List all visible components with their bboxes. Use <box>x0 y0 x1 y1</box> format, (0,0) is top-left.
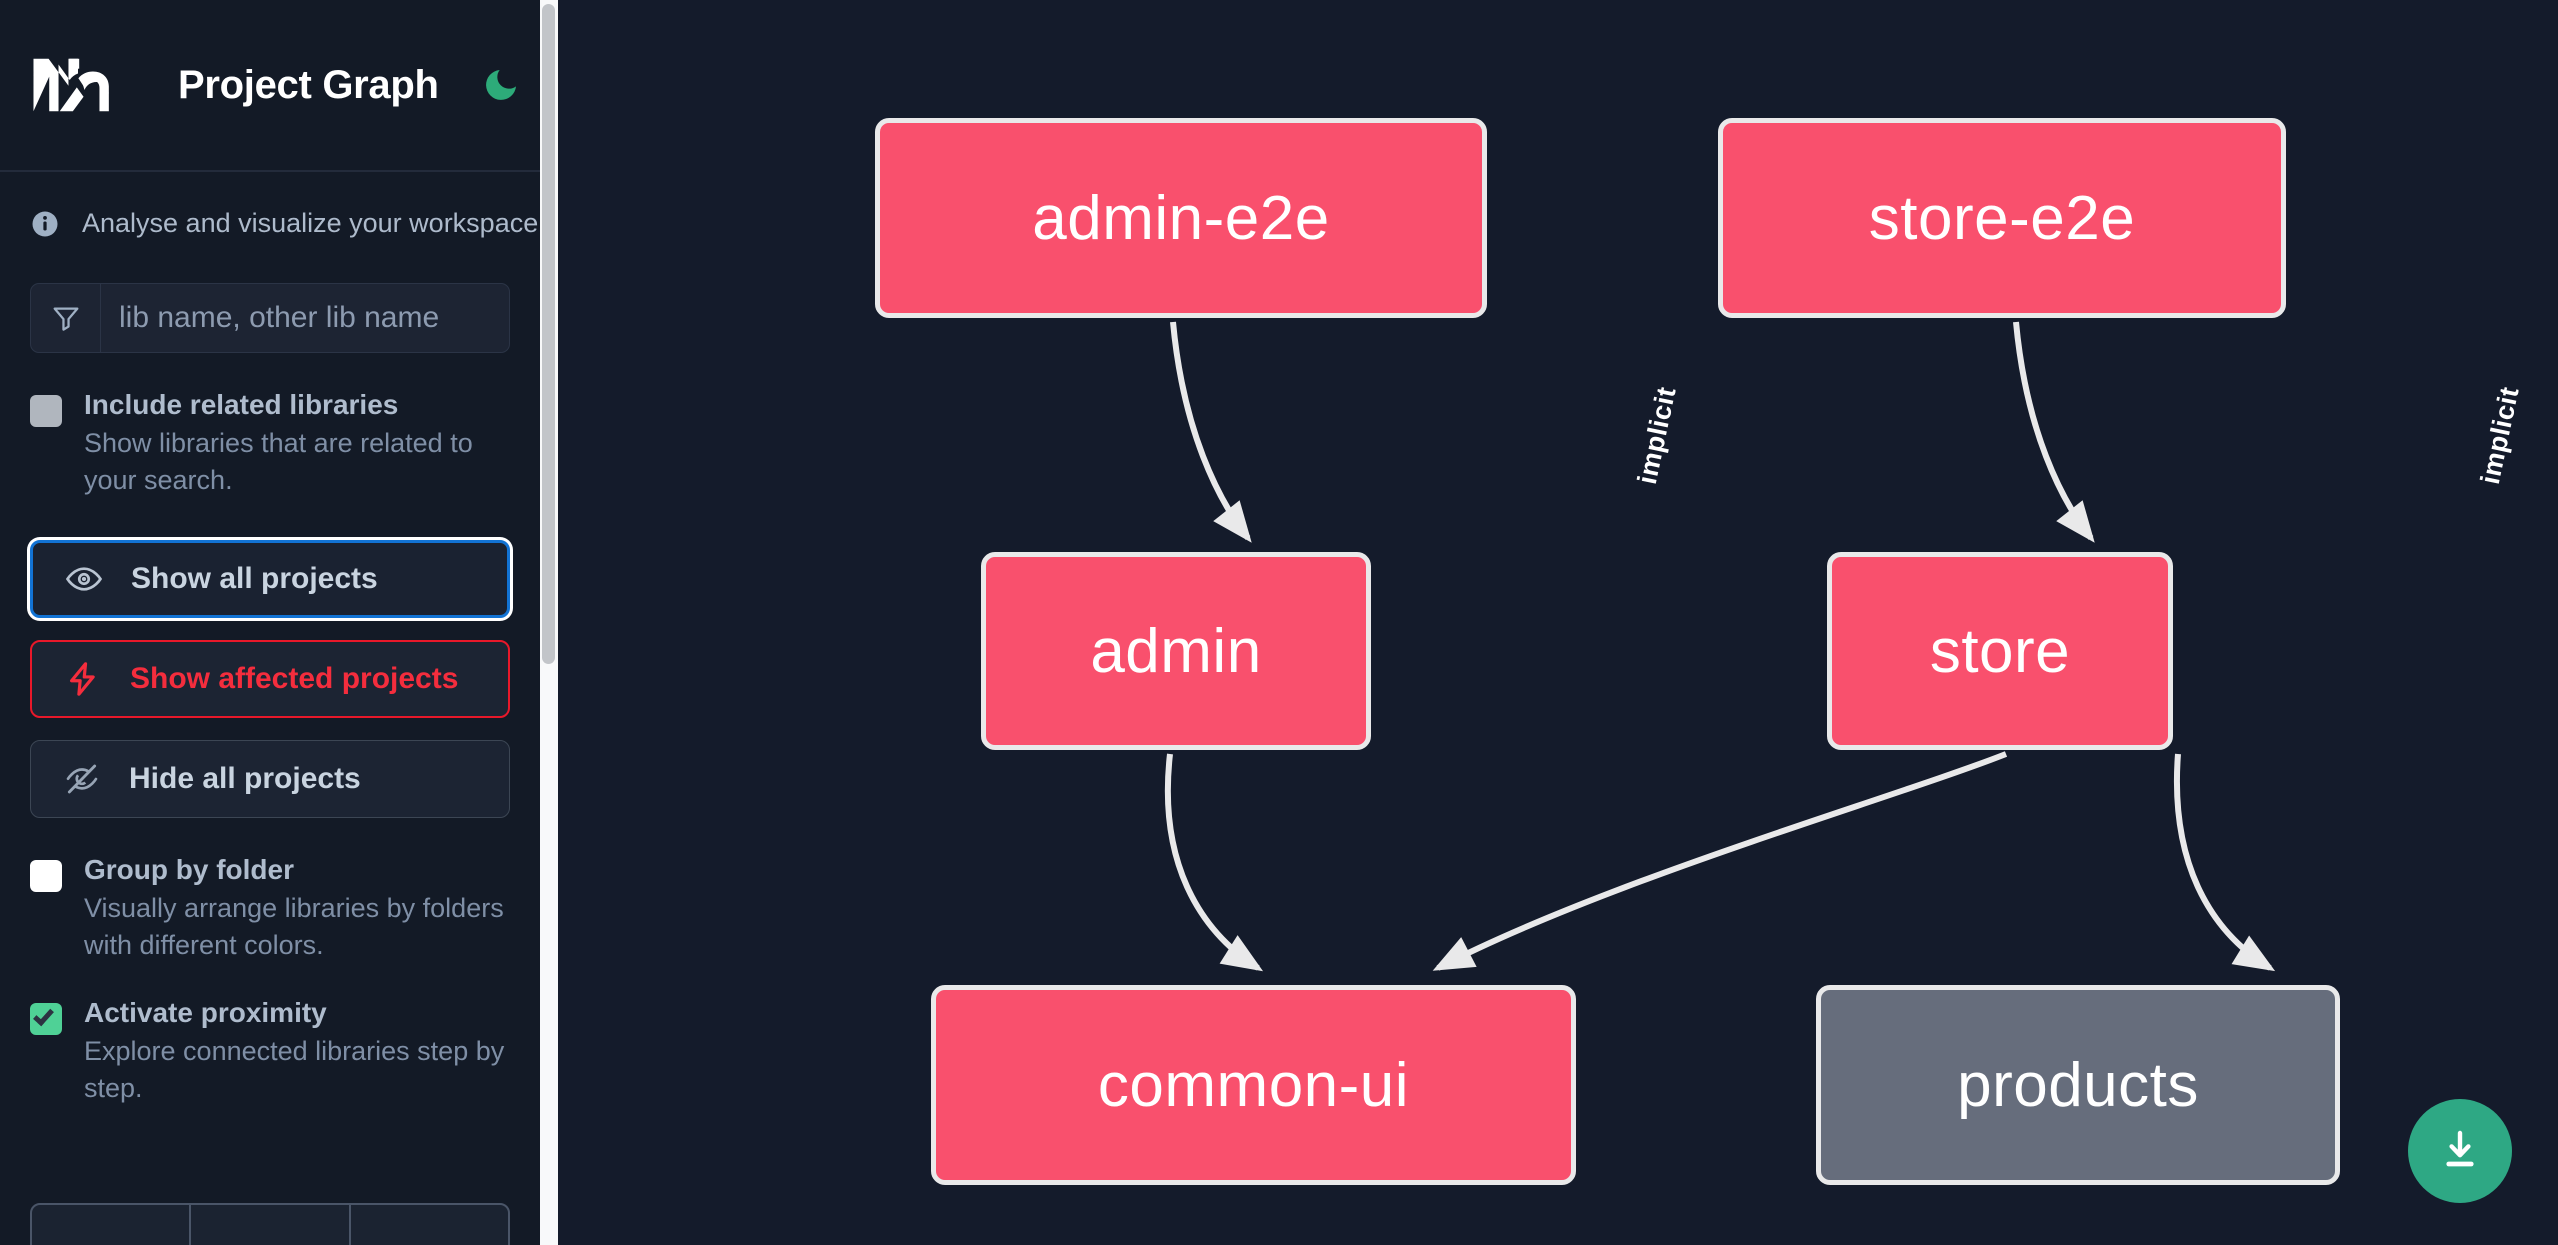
graph-node-store[interactable]: store <box>1827 552 2173 750</box>
graph-node-products[interactable]: products <box>1816 985 2340 1185</box>
filter-funnel-icon <box>31 284 101 352</box>
option-description: Visually arrange libraries by folders wi… <box>84 893 504 960</box>
search-input[interactable] <box>101 284 509 352</box>
graph-edges <box>1164 321 2276 972</box>
sidebar-scrollbar-track[interactable] <box>540 0 558 1245</box>
edge-admin-e2e-to-admin <box>1170 321 1252 543</box>
option-include-related-libraries[interactable]: Include related libraries Show libraries… <box>0 389 540 498</box>
option-description: Explore connected libraries step by step… <box>84 1036 505 1103</box>
moon-icon[interactable] <box>479 63 523 107</box>
graph-node-admin[interactable]: admin <box>981 552 1371 750</box>
graph-canvas[interactable]: implicit implicit admin-e2e store-e2e ad… <box>558 0 2558 1245</box>
eye-slash-icon <box>61 758 103 800</box>
info-circle-icon <box>30 209 60 239</box>
sidebar-scrollbar-thumb[interactable] <box>542 4 555 664</box>
graph-node-store-e2e[interactable]: store-e2e <box>1718 118 2286 318</box>
option-title: Group by folder <box>84 854 294 886</box>
project-visibility-buttons: Show all projects Show affected projects <box>0 540 540 819</box>
include-related-libraries-checkbox[interactable] <box>30 395 62 427</box>
option-title: Activate proximity <box>84 997 327 1029</box>
show-all-projects-label: Show all projects <box>131 562 378 596</box>
proximity-segmented-control[interactable] <box>30 1203 510 1245</box>
page-title: Project Graph <box>178 62 439 107</box>
lightning-bolt-icon <box>62 658 104 700</box>
edge-store-e2e-to-store <box>2013 321 2095 543</box>
sidebar: Project Graph Analyse and visualize yo <box>0 0 558 1245</box>
analyse-hint-text: Analyse and visualize your workspace. <box>82 208 546 238</box>
show-affected-projects-button[interactable]: Show affected projects <box>30 640 510 719</box>
analyse-hint: Analyse and visualize your workspace. <box>0 172 546 239</box>
hide-all-projects-label: Hide all projects <box>129 762 361 796</box>
option-title: Include related libraries <box>84 389 399 420</box>
edge-admin-to-common-ui <box>1164 753 1264 972</box>
group-by-folder-checkbox[interactable] <box>30 860 62 893</box>
download-icon <box>2436 1126 2484 1177</box>
option-group-by-folder[interactable]: Group by folder Visually arrange librari… <box>0 854 540 963</box>
segment-option-3[interactable] <box>351 1205 508 1245</box>
segment-option-2[interactable] <box>191 1205 351 1245</box>
graph-node-admin-e2e[interactable]: admin-e2e <box>875 118 1487 318</box>
edge-store-to-products <box>2174 753 2276 972</box>
nx-logo-icon <box>30 54 126 116</box>
hide-all-projects-button[interactable]: Hide all projects <box>30 740 510 819</box>
option-activate-proximity[interactable]: Activate proximity Explore connected lib… <box>0 997 540 1106</box>
download-image-button[interactable] <box>2408 1099 2512 1203</box>
option-description: Show libraries that are related to your … <box>84 428 473 495</box>
show-affected-projects-label: Show affected projects <box>130 662 459 696</box>
graph-node-common-ui[interactable]: common-ui <box>931 985 1576 1185</box>
eye-icon <box>63 558 105 600</box>
search-box[interactable] <box>30 283 510 353</box>
show-all-projects-button[interactable]: Show all projects <box>30 540 510 619</box>
edge-store-to-common-ui <box>1432 751 2008 971</box>
activate-proximity-checkbox[interactable] <box>30 1003 62 1036</box>
sidebar-header: Project Graph <box>0 0 540 172</box>
segment-option-1[interactable] <box>32 1205 192 1245</box>
